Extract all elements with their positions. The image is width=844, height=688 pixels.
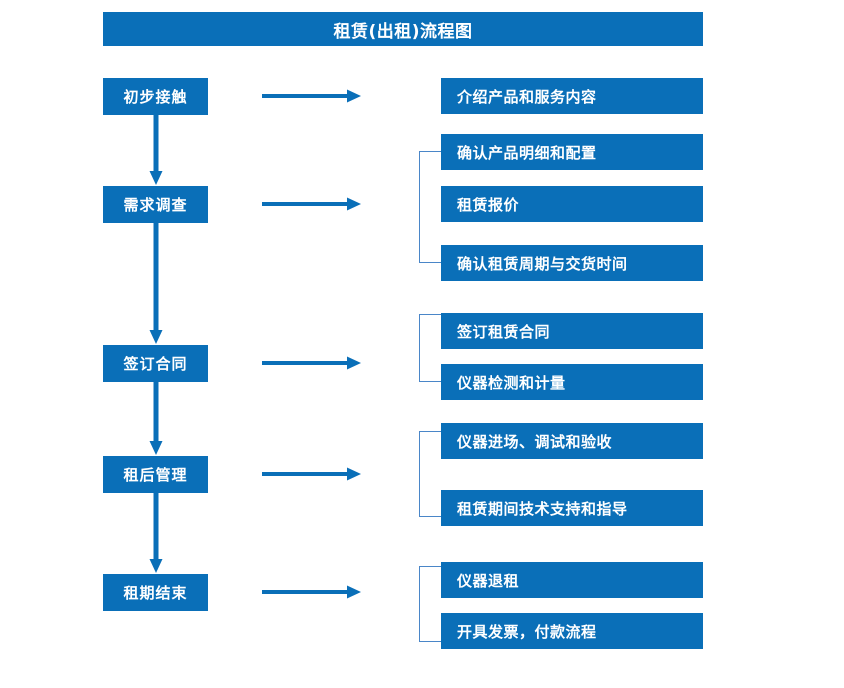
task-box-sign-lease-contract[interactable]: 签订租赁合同 xyxy=(441,313,703,349)
task-box-rental-quotation[interactable]: 租赁报价 xyxy=(441,186,703,222)
task-box-confirm-lease-period-delivery[interactable]: 确认租赁周期与交货时间 xyxy=(441,245,703,281)
right-arrow-icon xyxy=(262,197,361,211)
group-bracket-sign-contract xyxy=(419,314,441,382)
task-box-instrument-entry-commissioning-acceptance[interactable]: 仪器进场、调试和验收 xyxy=(441,423,703,459)
task-box-instrument-return[interactable]: 仪器退租 xyxy=(441,562,703,598)
task-box-invoice-payment-process[interactable]: 开具发票，付款流程 xyxy=(441,613,703,649)
page-title: 租赁(出租)流程图 xyxy=(103,12,703,46)
task-box-instrument-inspection-metering[interactable]: 仪器检测和计量 xyxy=(441,364,703,400)
down-arrow-icon xyxy=(149,382,163,455)
stage-box-post-rental-management[interactable]: 租后管理 xyxy=(103,456,208,493)
group-bracket-requirement-survey xyxy=(419,151,441,263)
right-arrow-icon xyxy=(262,356,361,370)
group-bracket-post-rental-management xyxy=(419,431,441,517)
task-box-introduce-products-services[interactable]: 介绍产品和服务内容 xyxy=(441,78,703,114)
right-arrow-icon xyxy=(262,467,361,481)
right-arrow-icon xyxy=(262,585,361,599)
down-arrow-icon xyxy=(149,115,163,185)
down-arrow-icon xyxy=(149,493,163,573)
down-arrow-icon xyxy=(149,223,163,344)
stage-box-lease-end[interactable]: 租期结束 xyxy=(103,574,208,611)
group-bracket-lease-end xyxy=(419,566,441,642)
stage-box-initial-contact[interactable]: 初步接触 xyxy=(103,78,208,115)
stage-box-requirement-survey[interactable]: 需求调查 xyxy=(103,186,208,223)
right-arrow-icon xyxy=(262,89,361,103)
stage-box-sign-contract[interactable]: 签订合同 xyxy=(103,345,208,382)
task-box-technical-support-during-lease[interactable]: 租赁期间技术支持和指导 xyxy=(441,490,703,526)
task-box-confirm-product-details[interactable]: 确认产品明细和配置 xyxy=(441,134,703,170)
